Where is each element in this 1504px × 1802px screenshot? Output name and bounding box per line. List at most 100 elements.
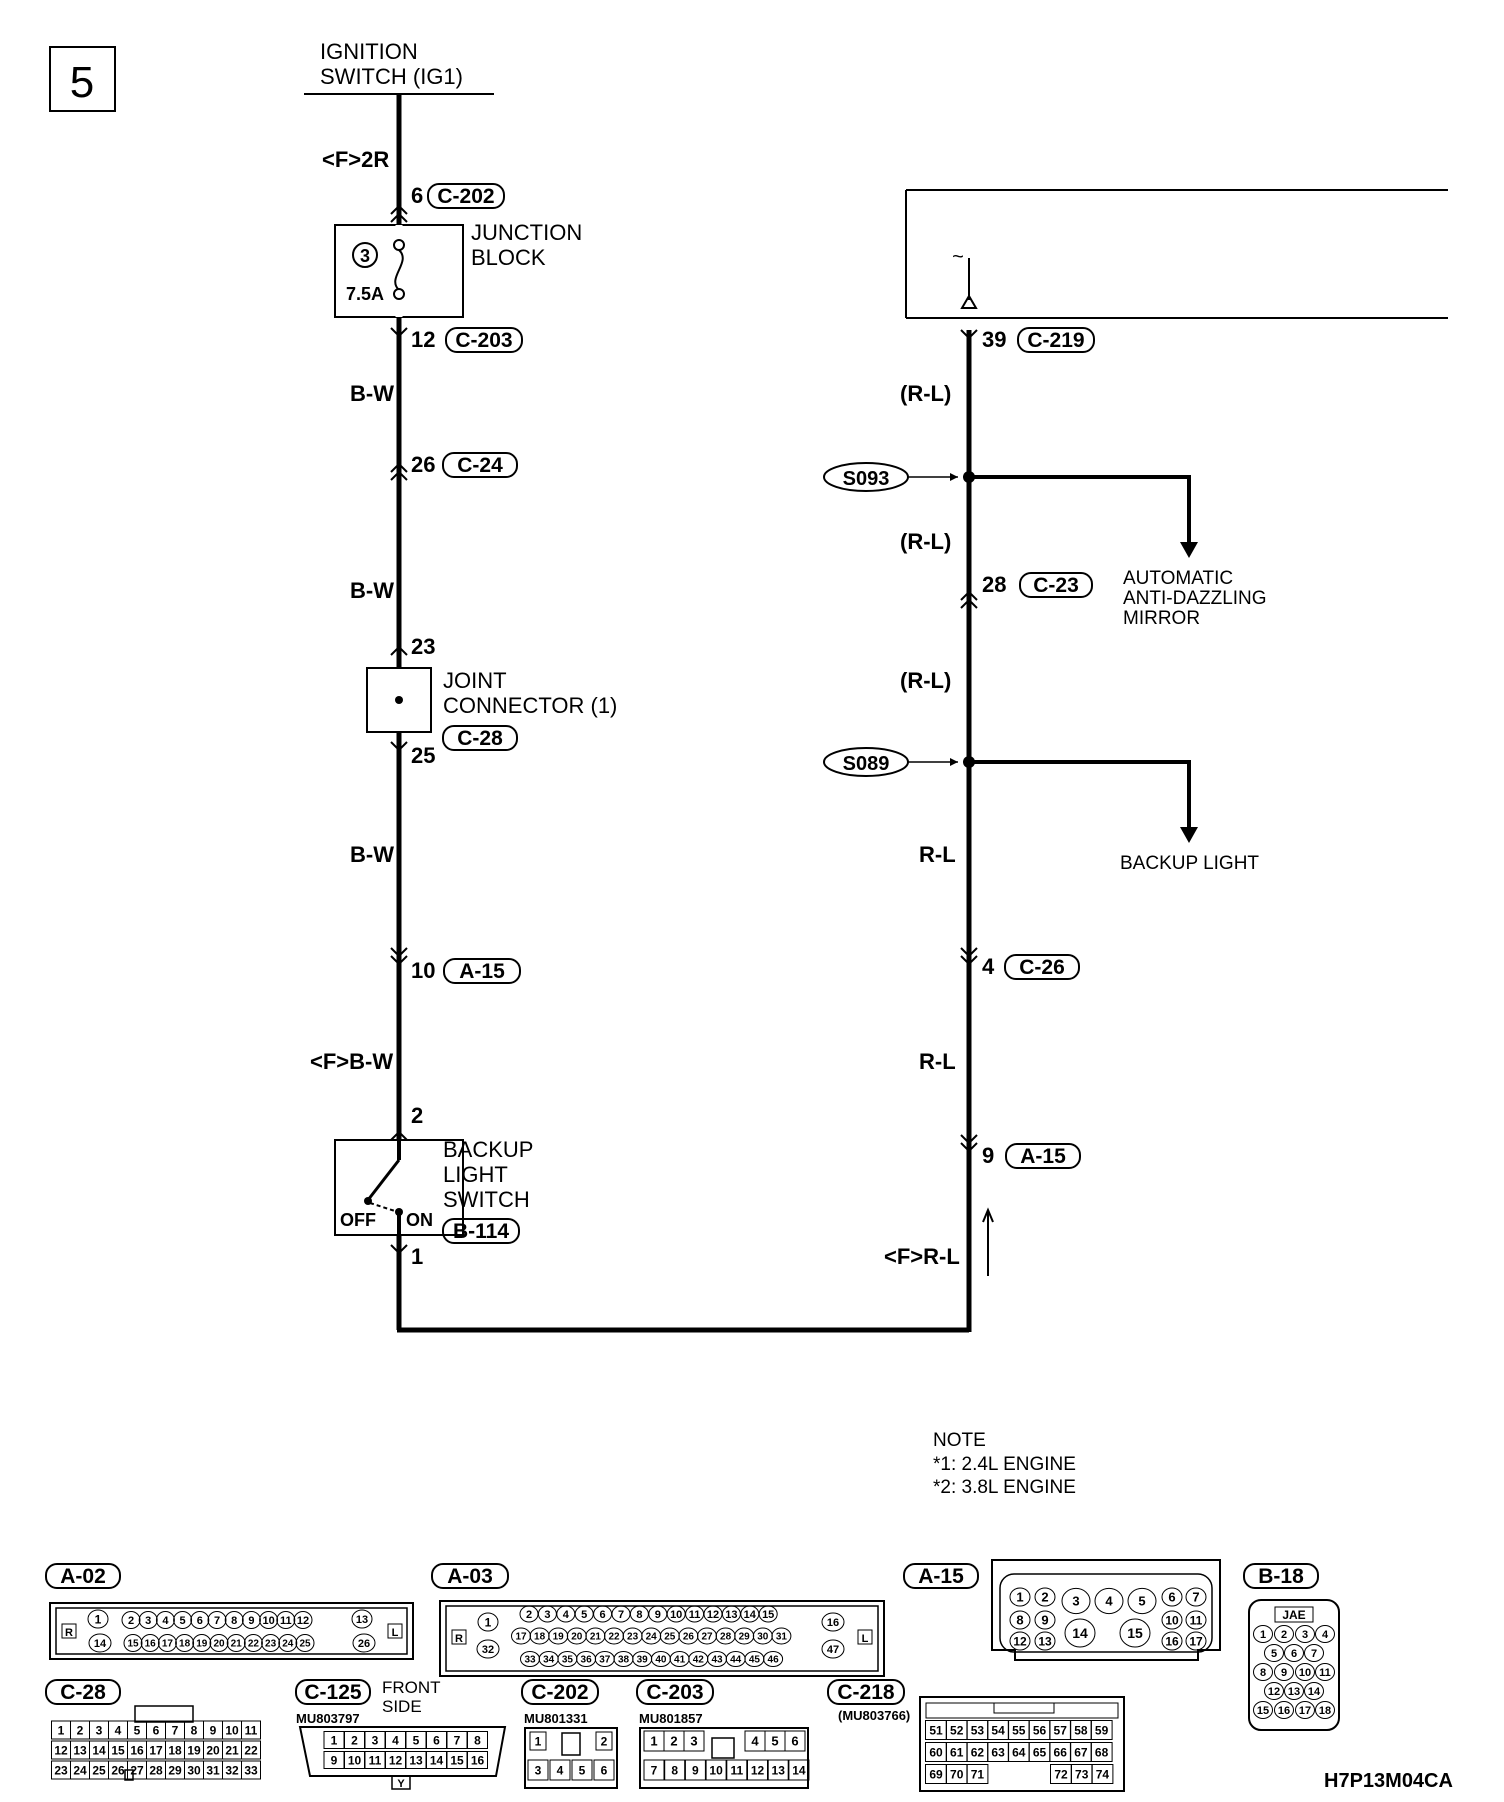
connector-pin-number: 58 <box>1074 1723 1088 1737</box>
connector-pin-number: 8 <box>191 1723 198 1737</box>
connector-pin-number: 11 <box>1190 1613 1203 1627</box>
connector-pin-number: 24 <box>282 1639 294 1650</box>
fuse-number: 3 <box>360 246 370 266</box>
connector-pin-number: 27 <box>130 1763 144 1777</box>
connector-pin <box>190 1611 210 1629</box>
connector-pin-number: 15 <box>111 1743 125 1757</box>
connector-pin <box>747 1759 768 1781</box>
switch-off: OFF <box>340 1210 376 1230</box>
connector-pin-number: 16 <box>145 1639 157 1650</box>
connector-pin <box>1009 1587 1031 1607</box>
connector-pin-number: 2 <box>670 1734 677 1749</box>
connector-pin <box>259 1611 279 1629</box>
connector-pin <box>1061 1587 1091 1615</box>
connector-pin-number: 12 <box>751 1763 765 1777</box>
connector-pin-number: 22 <box>248 1639 260 1650</box>
connector-pin <box>1119 1618 1151 1648</box>
connector-pin-number: 31 <box>776 1632 788 1643</box>
connector-pin-number: 24 <box>73 1763 87 1777</box>
connector-pin-number: 2 <box>351 1733 358 1747</box>
connector-pin <box>1127 1587 1157 1615</box>
connector-pin <box>1304 1682 1324 1700</box>
connector-pin <box>684 1759 706 1781</box>
connector-pin-number: 16 <box>1278 1705 1290 1717</box>
note-2: *2: 3.8L ENGINE <box>933 1477 1076 1498</box>
connector-pin-number: 4 <box>1105 1594 1113 1609</box>
pin-39: 39 <box>982 327 1006 352</box>
junction-block-label-2: BLOCK <box>471 245 546 270</box>
connector-pin-number: 7 <box>214 1615 220 1627</box>
connector-pin <box>1304 1644 1324 1662</box>
connector-pin-number: 6 <box>1291 1648 1297 1660</box>
svg-text:R: R <box>455 1633 463 1645</box>
connector-pin-number: 17 <box>149 1743 163 1757</box>
fuse-symbol <box>394 249 404 291</box>
c125-connector-face: Y <box>298 1726 507 1790</box>
c203-label: C-203 <box>455 329 512 352</box>
arrow-to-backup-light <box>1180 827 1198 843</box>
connector-pin-number: 5 <box>180 1615 186 1627</box>
c125-side-1: FRONT <box>382 1678 441 1697</box>
connector-pin-number: 68 <box>1095 1745 1109 1759</box>
connector-pin-number: 4 <box>392 1733 399 1747</box>
connector-pin-number: 12 <box>297 1615 309 1627</box>
page-number: 5 <box>70 58 94 107</box>
connector-pin-number: 22 <box>608 1632 620 1643</box>
connector-pin-number: 15 <box>762 1609 774 1621</box>
connector-pin <box>821 1639 845 1659</box>
mirror-label-2: ANTI-DAZZLING <box>1123 588 1267 609</box>
c203-connector-face <box>639 1727 809 1789</box>
connector-pin <box>1264 1644 1284 1662</box>
mirror-label-3: MIRROR <box>1123 608 1200 629</box>
connector-pin-number: 12 <box>54 1743 68 1757</box>
connector-pin-number: 5 <box>1138 1594 1145 1609</box>
connector-pin-number: 57 <box>1054 1723 1068 1737</box>
connector-pin <box>1284 1682 1304 1700</box>
connector-pin <box>1091 1764 1114 1784</box>
connector-pin-number: 42 <box>693 1655 705 1666</box>
c202-label: C-202 <box>437 185 494 208</box>
c203-connector-label: C-203 <box>646 1681 703 1704</box>
connector-pin-number: 9 <box>1281 1667 1287 1679</box>
switch-label-3: SWITCH <box>443 1187 530 1212</box>
connector-pin-number: 31 <box>206 1763 220 1777</box>
connector-pin-number: 34 <box>543 1655 555 1666</box>
connector-pin-number: 12 <box>1013 1634 1027 1648</box>
connector-pin-number: 9 <box>1041 1613 1048 1628</box>
connector-pin-number: 1 <box>535 1734 542 1748</box>
c219-label: C-219 <box>1027 329 1084 352</box>
connector-mark <box>390 204 408 223</box>
connector-pin-number: 12 <box>707 1609 719 1621</box>
connector-pin <box>138 1611 158 1629</box>
connector-pin-number: 12 <box>1268 1686 1280 1698</box>
connector-pin-number: 23 <box>54 1763 68 1777</box>
connector-pin-number: 56 <box>1033 1723 1047 1737</box>
c202-connector-label: C-202 <box>531 1681 588 1704</box>
svg-text:Y: Y <box>397 1778 405 1790</box>
connector-pin-number: 6 <box>791 1734 798 1749</box>
connector-pin-number: 8 <box>1016 1613 1023 1628</box>
pin-25: 25 <box>411 743 435 768</box>
connector-pin-number: 29 <box>168 1763 182 1777</box>
connector-pin-number: 2 <box>526 1609 532 1621</box>
connector-pin-number: 10 <box>348 1753 362 1767</box>
connector-pin-number: 14 <box>1072 1625 1088 1641</box>
connector-pin-number: 62 <box>971 1745 985 1759</box>
connector-pin <box>207 1611 227 1629</box>
connector-pin <box>278 1634 298 1652</box>
connector-pin <box>1034 1587 1056 1607</box>
connector-pin <box>157 1634 177 1652</box>
connector-pin <box>1295 1625 1315 1643</box>
connector-pin <box>527 1759 549 1781</box>
splice-s093: S093 <box>843 468 890 490</box>
connector-pin <box>549 1759 571 1781</box>
connector-pin-number: 47 <box>827 1644 839 1656</box>
pin-28: 28 <box>982 572 1006 597</box>
connector-pin-number: 35 <box>562 1655 574 1666</box>
connector-pin-number: 23 <box>265 1639 277 1650</box>
connector-pin-number: 18 <box>1319 1705 1331 1717</box>
svg-text:L: L <box>862 1633 869 1645</box>
